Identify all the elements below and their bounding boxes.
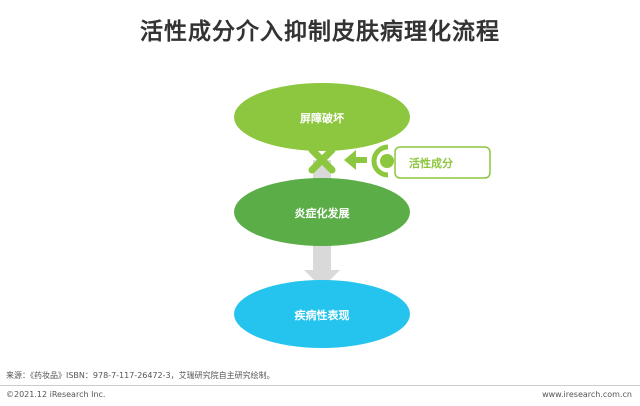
node-inflammation-development: [234, 178, 410, 246]
active-ingredient-box: [394, 146, 491, 179]
active-ingredient-label: 活性成分: [409, 157, 453, 170]
copyright-text: ©2021.12 iResearch Inc.: [6, 390, 106, 399]
website-link[interactable]: www.iresearch.com.cn: [542, 390, 632, 399]
node-label-barrier-damage: 屏障破坏: [300, 112, 344, 125]
down-arrow-2: [304, 240, 340, 288]
node-barrier-damage: [234, 83, 410, 151]
cross-mark-icon: [308, 146, 336, 174]
inhibit-arrow-icon: [344, 150, 367, 170]
source-note: 来源：《药妆品》ISBN：978-7-117-26472-3，艾瑞研究院自主研究…: [6, 371, 275, 380]
active-ingredient-icon: [371, 144, 394, 178]
node-label-inflammation-development: 炎症化发展: [294, 207, 350, 220]
node-disease-manifestation: [234, 280, 410, 348]
node-label-disease-manifestation: 疾病性表现: [294, 309, 350, 322]
page-title: 活性成分介入抑制皮肤病理化流程: [140, 19, 500, 45]
footer-divider: [0, 385, 640, 386]
